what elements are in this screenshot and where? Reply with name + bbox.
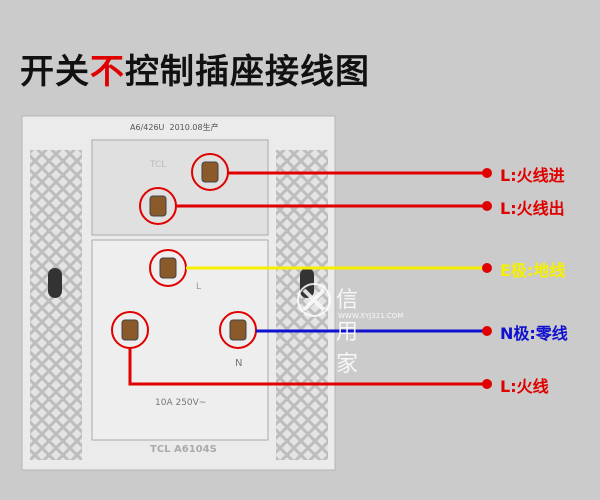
l-mark: L [196,282,202,292]
label-n: N极:零线 [500,324,568,343]
screw-slot-left [48,268,62,298]
left-grille [30,150,82,460]
n-mark: N [235,358,243,369]
label-e: E极:地线 [500,261,566,280]
label-l: L:火线 [500,377,549,396]
brand-top: TCL [150,160,167,170]
title-part1: 开关 [20,52,90,92]
model-text: A6/426U 2010.08生产 [130,123,219,132]
label-l-out: L:火线出 [500,199,565,218]
switch-module [91,139,269,236]
page-title: 开关不控制插座接线图 [20,44,370,93]
watermark-logo-icon [297,283,331,317]
wire-l [128,348,485,386]
watermark-url: WWW.XYJ321.COM [338,312,404,320]
label-l-in: L:火线进 [500,166,565,185]
title-part2: 控制插座接线图 [125,52,370,92]
title-highlight: 不 [90,52,125,92]
brand-bottom: TCL A6104S [150,444,217,455]
rating-text: 10A 250V~ [155,398,207,408]
watermark: 信用家 WWW.XYJ321.COM [296,282,403,377]
watermark-name: 信用家 [336,288,359,377]
